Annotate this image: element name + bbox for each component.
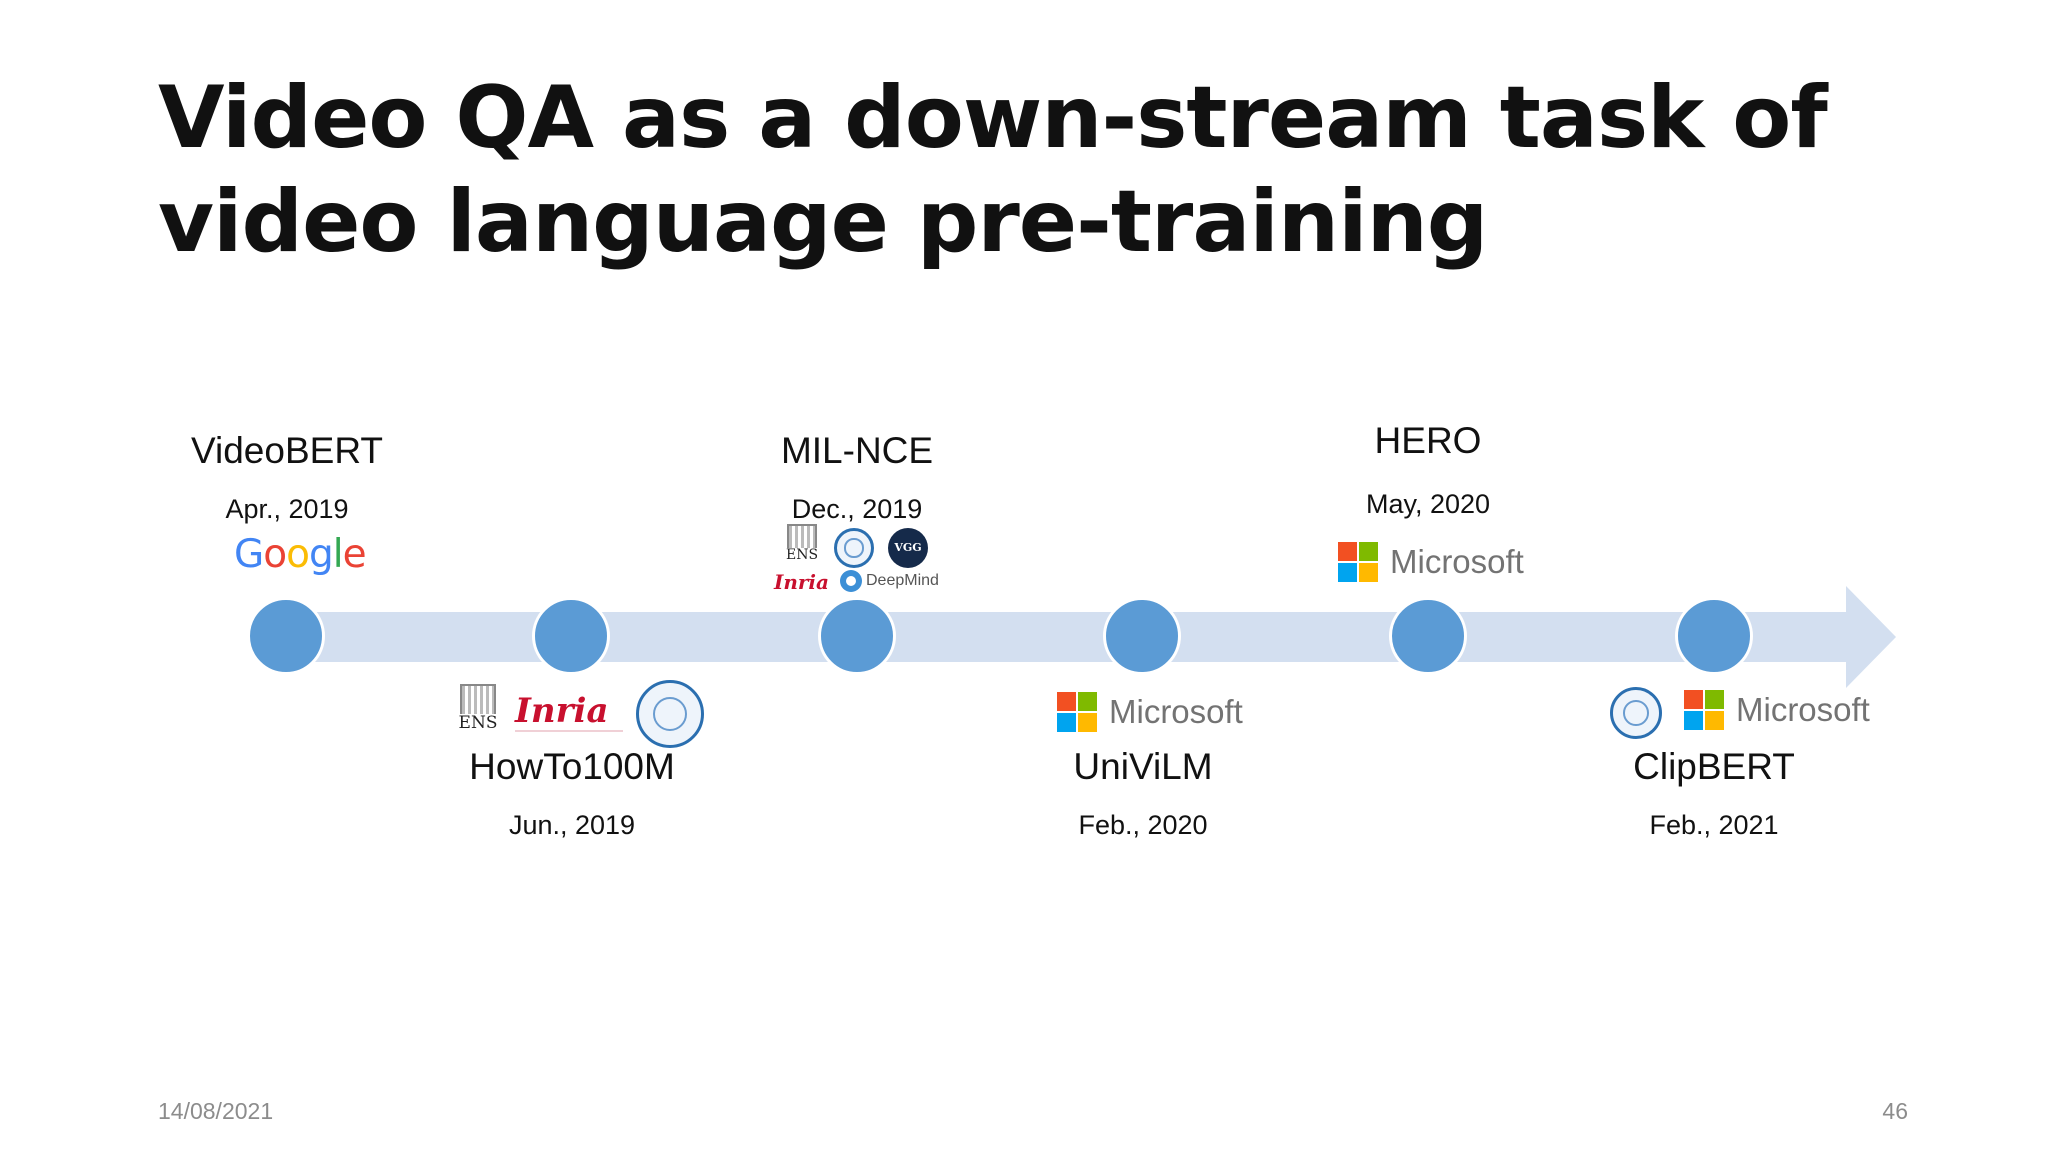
- deepmind-logo: DeepMind: [840, 570, 939, 592]
- milestone-name-univilm: UniViLM: [1073, 746, 1213, 787]
- czech-technical-university-seal-icon: [636, 680, 704, 748]
- timeline-arrow-shaft: [288, 612, 1848, 662]
- google-logo-letter: l: [332, 532, 344, 577]
- timeline-node-hero: [1389, 597, 1467, 675]
- ens-logo-text: ENS: [785, 547, 819, 563]
- deepmind-logo-text: DeepMind: [866, 572, 939, 589]
- microsoft-logo-text: Microsoft: [1390, 543, 1524, 580]
- microsoft-logo: Microsoft: [1338, 542, 1524, 582]
- slide-title-line-1: Video QA as a down-stream task of: [158, 68, 1828, 168]
- inria-logo: Inria: [515, 692, 623, 732]
- milestone-date-videobert: Apr., 2019: [225, 494, 349, 524]
- timeline-node-univilm: [1103, 597, 1181, 675]
- ens-building-icon: [460, 684, 496, 714]
- timeline-node-clipbert: [1675, 597, 1753, 675]
- google-logo-letter: o: [263, 532, 287, 577]
- google-logo-letter: g: [308, 532, 334, 577]
- ens-logo-text: ENS: [458, 713, 498, 733]
- milestone-name-mil-nce: MIL-NCE: [780, 430, 934, 471]
- ens-building-icon: [787, 524, 817, 548]
- google-logo-letter: G: [234, 532, 264, 577]
- google-logo-letter: o: [286, 532, 310, 577]
- timeline-arrow-head: [1846, 586, 1896, 688]
- deepmind-icon: [840, 570, 862, 592]
- milestone-name-howto100m: HowTo100M: [469, 746, 675, 787]
- slide-title-line-2: video language pre-training: [158, 172, 1488, 272]
- slide-page-number: 46: [1882, 1098, 1908, 1124]
- microsoft-logo-text: Microsoft: [1109, 693, 1243, 730]
- milestone-name-videobert: VideoBERT: [191, 430, 383, 471]
- microsoft-logo-text: Microsoft: [1736, 691, 1870, 728]
- google-logo: Google: [234, 532, 367, 577]
- milestone-date-hero: May, 2020: [1365, 489, 1491, 519]
- milestone-date-mil-nce: Dec., 2019: [791, 494, 923, 524]
- slide-title: Video QA as a down-stream task of video …: [158, 66, 1958, 274]
- microsoft-windows-icon: [1684, 690, 1724, 730]
- milestone-name-clipbert: ClipBERT: [1633, 746, 1795, 787]
- ens-logo-small: ENS: [784, 524, 820, 563]
- ens-logo: ENS: [456, 684, 500, 732]
- university-seal-icon: [1610, 687, 1662, 739]
- university-seal-icon: [834, 528, 874, 568]
- timeline-node-videobert: [247, 597, 325, 675]
- timeline-node-mil-nce: [818, 597, 896, 675]
- vgg-logo: VGG: [888, 528, 928, 568]
- microsoft-logo: Microsoft: [1057, 692, 1243, 732]
- milestone-date-clipbert: Feb., 2021: [1649, 810, 1779, 840]
- microsoft-windows-icon: [1057, 692, 1097, 732]
- microsoft-logo: Microsoft: [1684, 690, 1870, 730]
- microsoft-windows-icon: [1338, 542, 1378, 582]
- milestone-date-howto100m: Jun., 2019: [508, 810, 636, 840]
- inria-logo-small: Inria: [774, 570, 829, 594]
- timeline-node-howto100m: [532, 597, 610, 675]
- milestone-date-univilm: Feb., 2020: [1078, 810, 1208, 840]
- slide-date: 14/08/2021: [158, 1098, 274, 1124]
- google-logo-letter: e: [342, 532, 367, 577]
- milestone-name-hero: HERO: [1374, 420, 1482, 461]
